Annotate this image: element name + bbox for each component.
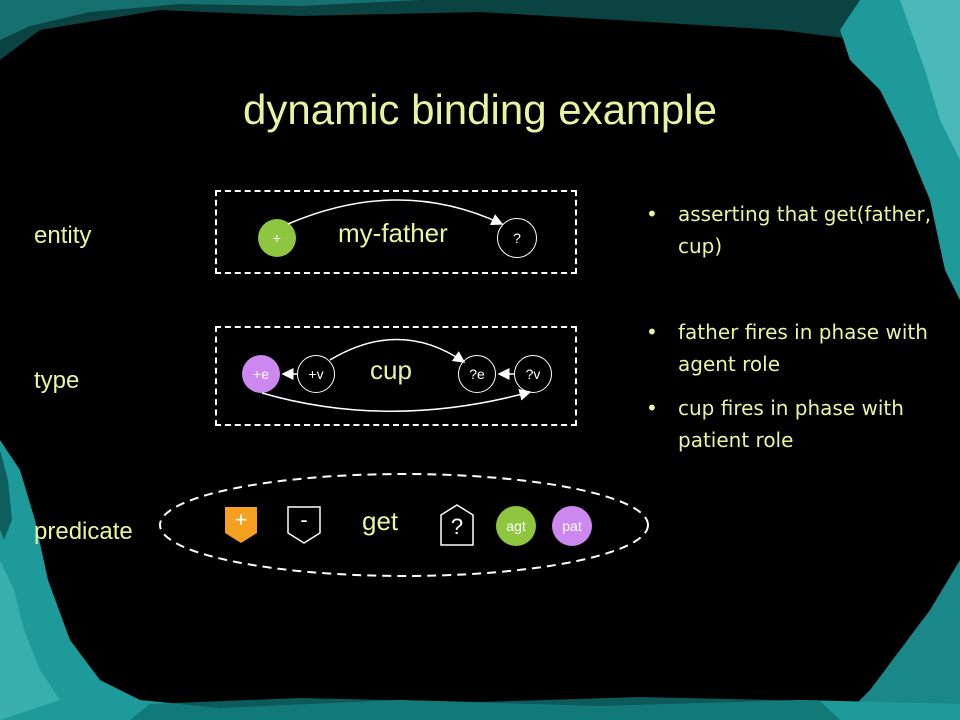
- entity-plus-node: +: [258, 219, 296, 257]
- bullet-item: asserting that get(father, cup): [644, 198, 944, 262]
- row-label-predicate: predicate: [34, 518, 133, 545]
- predicate-minus-label: -: [300, 507, 308, 532]
- type-plus-v-node: +v: [297, 355, 335, 393]
- bullet-item: cup fires in phase with patient role: [644, 392, 944, 456]
- type-query-e-node: ?e: [458, 355, 496, 393]
- predicate-plus-label: +: [234, 507, 248, 532]
- row-label-type: type: [34, 367, 80, 394]
- type-query-v-node: ?v: [514, 355, 552, 393]
- bullet-item: father fires in phase with agent role: [644, 316, 944, 380]
- entity-query-node: ?: [497, 218, 537, 258]
- bullet-list-top: asserting that get(father, cup): [644, 198, 944, 262]
- row-label-entity: entity: [34, 222, 92, 249]
- type-plus-e-node: +e: [242, 355, 280, 393]
- entity-dashed-box: [215, 190, 577, 274]
- entity-name: my-father: [338, 218, 448, 248]
- predicate-query-label: ?: [450, 514, 464, 539]
- type-dashed-box: [215, 326, 577, 426]
- predicate-name: get: [362, 506, 399, 536]
- bullet-list-bottom: father fires in phase with agent role cu…: [644, 316, 944, 456]
- type-name: cup: [370, 355, 412, 385]
- predicate-pat-node: pat: [552, 506, 592, 546]
- page-title: dynamic binding example: [243, 86, 717, 133]
- predicate-agt-node: agt: [496, 506, 536, 546]
